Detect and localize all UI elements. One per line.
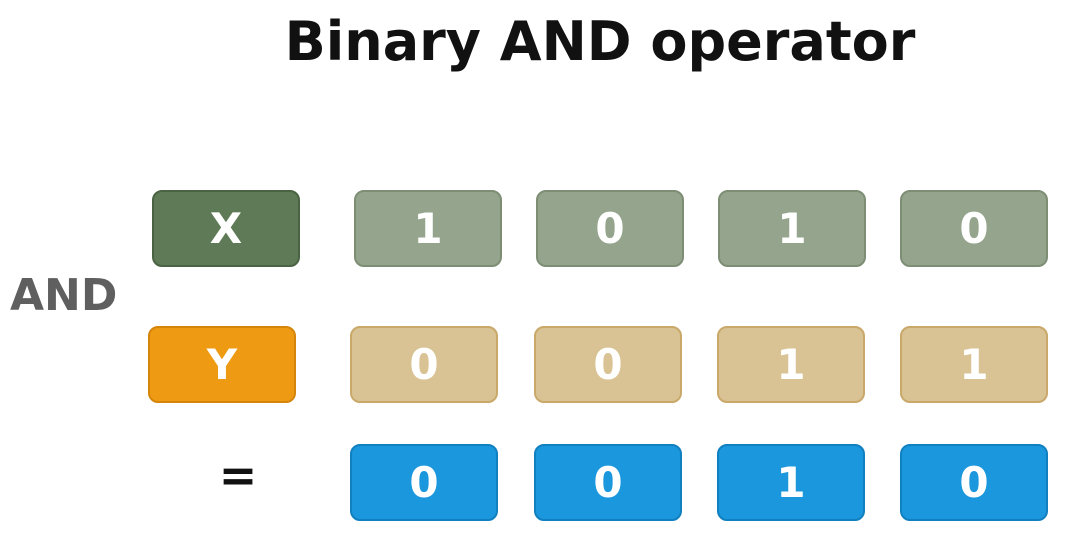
result-bit-1: 0: [350, 444, 498, 521]
y-bit-3: 1: [717, 326, 865, 403]
result-bit-3: 1: [717, 444, 865, 521]
y-bit-4: 1: [900, 326, 1048, 403]
y-bit-2: 0: [534, 326, 682, 403]
y-variable-label: Y: [148, 326, 296, 403]
and-operator-label: AND: [10, 270, 118, 321]
x-bit-2: 0: [536, 190, 684, 267]
result-bit-2: 0: [534, 444, 682, 521]
x-bit-3: 1: [718, 190, 866, 267]
result-bit-4: 0: [900, 444, 1048, 521]
x-bit-4: 0: [900, 190, 1048, 267]
y-bit-1: 0: [350, 326, 498, 403]
page-title: Binary AND operator: [284, 10, 916, 73]
equals-sign: =: [218, 448, 258, 502]
x-variable-label: X: [152, 190, 300, 267]
x-bit-1: 1: [354, 190, 502, 267]
